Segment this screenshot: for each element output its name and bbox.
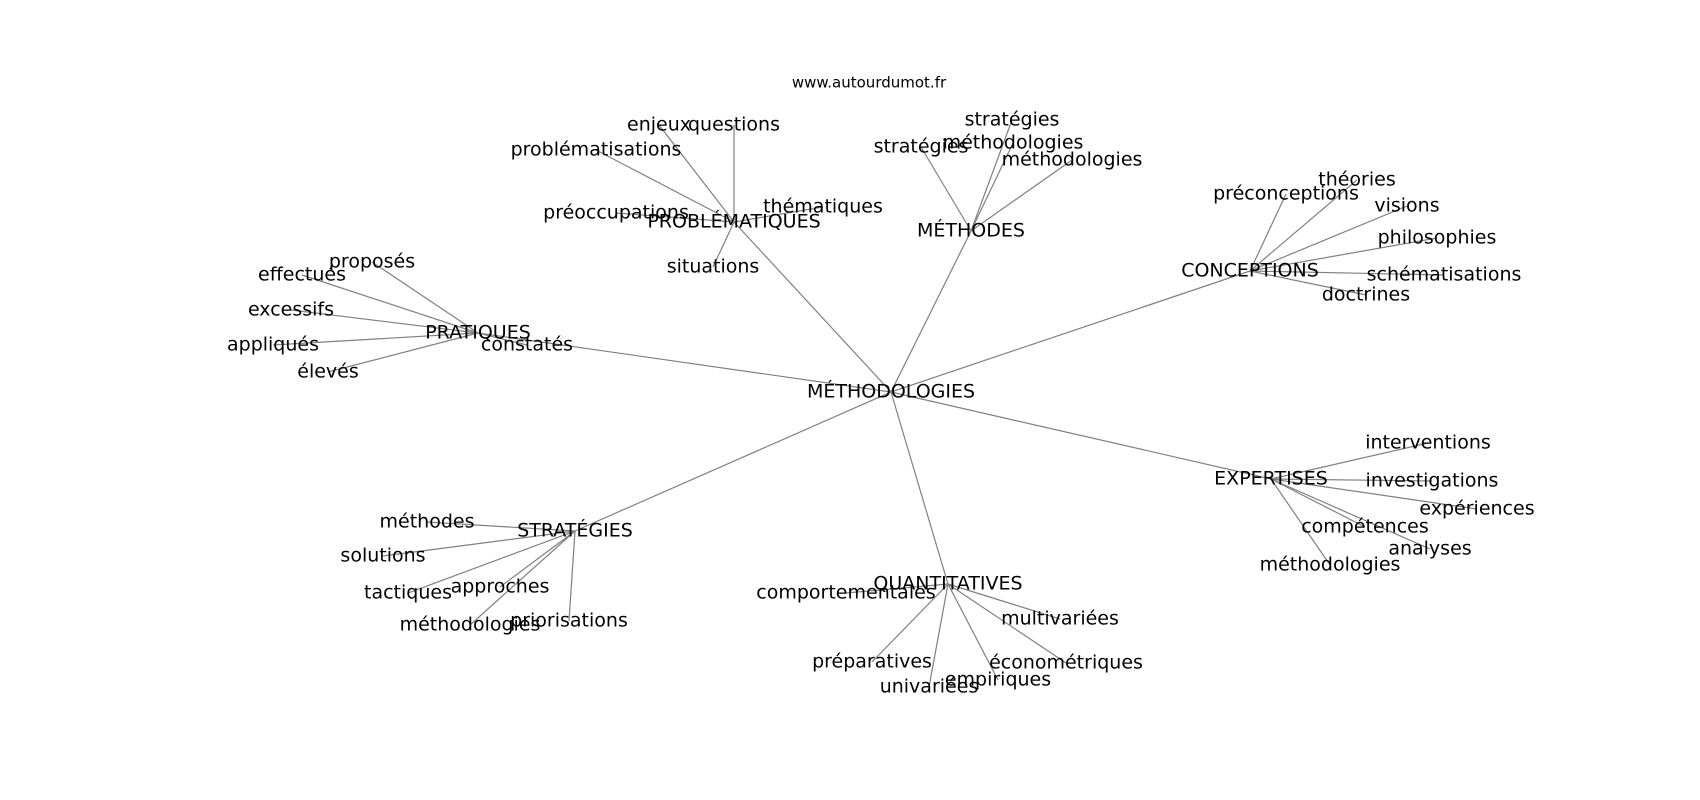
edge-hub-to-leaf [712,221,735,268]
leaf-node: proposés [329,251,415,273]
edge-hub-to-leaf [920,146,972,232]
edge-center-to-hub [733,221,892,393]
edge-hub-to-leaf [1270,478,1331,566]
edge-hub-to-leaf [272,332,479,346]
leaf-node: tactiques [364,582,452,604]
edge-hub-to-leaf [327,332,479,373]
edge-hub-to-leaf [1249,179,1358,272]
hub-node: CONCEPTIONS [1181,260,1319,282]
edge-center-to-hub [890,270,1251,393]
edge-center-to-hub [574,391,892,532]
edge-center-to-hub [890,230,972,393]
leaf-node: expériences [1419,498,1534,520]
edge-center-to-hub [890,391,949,585]
leaf-node: méthodologies [943,132,1084,154]
edge-hub-to-leaf [1270,478,1431,550]
leaf-node: effectués [258,264,346,286]
leaf-node: approches [451,576,550,598]
leaf-node: stratégies [874,136,969,158]
leaf-node: appliqués [227,334,319,356]
edge-hub-to-leaf [1270,442,1429,480]
leaf-node: questions [688,114,780,136]
edge-hub-to-leaf [469,530,576,626]
hub-node: PROBLÉMATIQUES [647,210,820,233]
leaf-node: thématiques [763,196,883,218]
leaf-node: méthodologies [1260,554,1401,576]
leaf-node: compétences [1301,516,1429,538]
leaf-node: investigations [1366,470,1499,492]
center-node: MÉTHODOLOGIES [807,380,975,403]
edge-hub-to-leaf [382,530,576,557]
hub-node: EXPERTISES [1214,468,1328,490]
graph-edges [272,119,1478,688]
source-url: www.autourdumot.fr [792,74,947,92]
edge-hub-to-leaf [1270,478,1478,510]
edge-hub-to-leaf [1249,237,1438,272]
edge-hub-to-leaf [970,119,1013,232]
hub-node: MÉTHODES [917,219,1025,242]
edge-hub-to-leaf [947,583,999,681]
edge-hub-to-leaf [595,149,735,223]
edge-hub-to-leaf [477,332,528,346]
leaf-node: constatés [481,334,573,356]
leaf-node: interventions [1365,432,1491,454]
leaf-node: méthodologies [400,614,541,636]
leaf-node: économétriques [989,652,1143,674]
edge-hub-to-leaf [407,530,576,594]
edge-hub-to-leaf [871,583,949,663]
edge-hub-to-leaf [290,309,479,334]
edge-hub-to-leaf [970,159,1073,232]
edge-hub-to-leaf [845,583,949,594]
edge-hub-to-leaf [947,583,1067,664]
leaf-node: doctrines [1322,284,1410,306]
leaf-node: philosophies [1378,227,1497,249]
leaf-node: problématisations [511,139,682,161]
leaf-node: méthodes [380,511,475,533]
edge-hub-to-leaf [928,583,949,688]
leaf-node: enjeux [627,114,691,136]
leaf-node: élevés [297,361,359,383]
edge-hub-to-leaf [947,583,1061,620]
leaf-node: préconceptions [1213,183,1359,205]
edge-hub-to-leaf [658,124,735,223]
edge-hub-to-leaf [371,261,479,334]
edge-hub-to-leaf [970,142,1014,232]
hub-node: STRATÉGIES [517,519,633,542]
leaf-node: préoccupations [543,202,689,224]
edge-center-to-hub [477,332,892,393]
hub-node: QUANTITATIVES [873,573,1022,595]
edge-hub-to-leaf [301,274,479,334]
edge-hub-to-leaf [499,530,576,588]
leaf-node: solutions [340,545,425,567]
edge-hub-to-leaf [733,206,824,223]
edge-hub-to-leaf [568,530,576,622]
leaf-node: multivariées [1001,608,1119,630]
leaf-node: empiriques [945,669,1051,691]
edge-hub-to-leaf [1249,270,1367,296]
leaf-node: méthodologies [1002,149,1143,171]
edge-hub-to-leaf [426,521,576,532]
leaf-node: situations [667,256,760,278]
edge-hub-to-leaf [1249,205,1408,272]
leaf-node: visions [1374,195,1439,217]
edge-hub-to-leaf [1270,478,1366,528]
graph-labels: www.autourdumot.fr MÉTHODOLOGIES PROBLÉMA… [227,74,1535,698]
leaf-node: priorisations [510,610,628,632]
leaf-node: stratégies [965,109,1060,131]
edge-center-to-hub [890,391,1272,480]
edge-hub-to-leaf [1249,193,1287,272]
leaf-node: comportementales [756,582,935,604]
edge-hub-to-leaf [1249,270,1445,276]
leaf-node: schématisations [1367,264,1522,286]
leaf-node: préparatives [812,651,932,673]
leaf-node: univariées [880,676,979,698]
leaf-node: théories [1318,169,1395,191]
leaf-node: analyses [1388,538,1471,560]
leaf-node: excessifs [248,299,334,321]
edge-hub-to-leaf [1270,478,1433,482]
edge-hub-to-leaf [615,212,735,223]
hub-node: PRATIQUES [425,322,531,344]
